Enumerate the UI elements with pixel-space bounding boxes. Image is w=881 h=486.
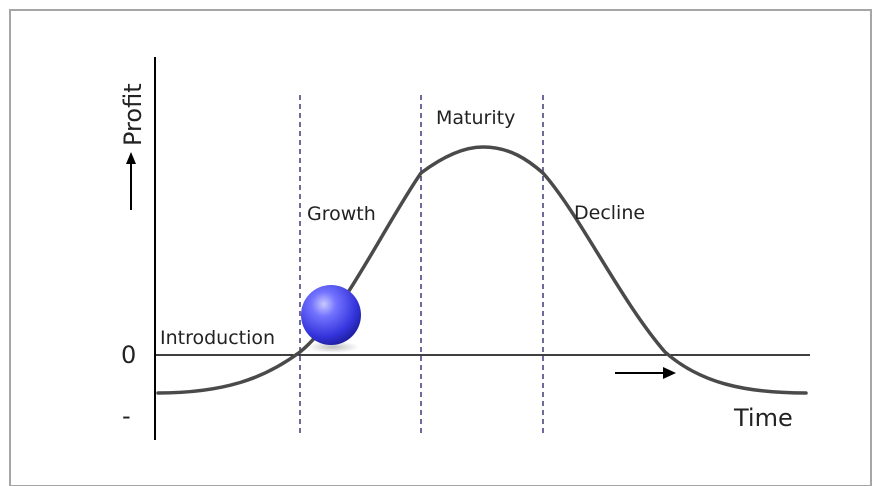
diagram-frame <box>9 9 872 486</box>
y-tick-zero: 0 <box>121 341 136 369</box>
stage-label-maturity: Maturity <box>436 107 515 129</box>
stage-label-introduction: Introduction <box>160 327 275 349</box>
arrow-right-icon-head <box>663 367 676 379</box>
sphere-marker <box>301 285 361 353</box>
arrow-up-icon-head <box>126 152 136 164</box>
y-axis-label: Profit <box>119 83 147 146</box>
life-cycle-curve <box>156 145 808 395</box>
x-axis-label: Time <box>733 404 793 432</box>
stage-label-decline: Decline <box>574 202 645 224</box>
y-axis-label-group: Profit <box>119 83 147 210</box>
y-tick-negative: - <box>122 402 131 430</box>
stage-label-growth: Growth <box>307 203 376 225</box>
